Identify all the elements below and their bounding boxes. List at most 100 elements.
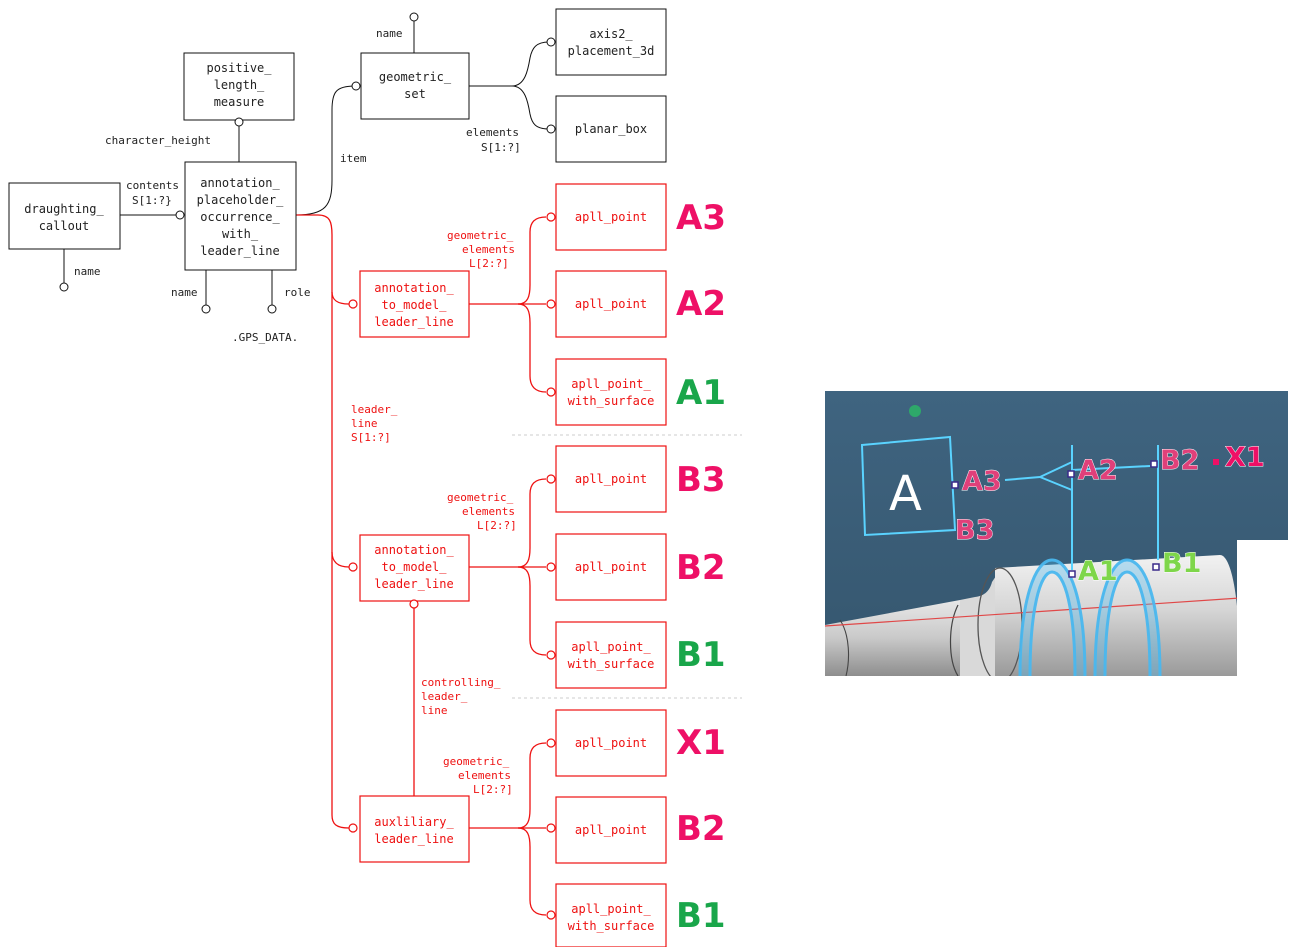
entity-annotation-placeholder: annotation_ placeholder_ occurrence_ wit… bbox=[184, 161, 297, 271]
attr-controlling-leader-line: controlling_ bbox=[421, 676, 501, 689]
red-connectors bbox=[296, 214, 547, 916]
black-connectors bbox=[63, 21, 550, 305]
point-label-a3: A3 bbox=[676, 198, 726, 238]
point-label-a2: A2 bbox=[676, 284, 726, 324]
entity-apll-point-a2: apll_point bbox=[555, 270, 667, 338]
thread-turns bbox=[1018, 558, 1162, 676]
axis-line bbox=[825, 597, 1241, 627]
entity-label: apll_point bbox=[575, 823, 647, 837]
entity-label-line: placeholder_ bbox=[197, 193, 284, 207]
entity-label-line: callout bbox=[39, 219, 90, 233]
attr-name-placeholder: name bbox=[171, 286, 198, 299]
frame-letter: A bbox=[889, 466, 922, 522]
attr-geometric-elements-1-card: L[2:?] bbox=[469, 257, 509, 270]
shaft-edge bbox=[949, 604, 959, 676]
anchor-dot bbox=[909, 405, 921, 417]
entity-label-line: to_model_ bbox=[381, 560, 447, 574]
viewport-label-a3: A3 bbox=[962, 466, 1002, 497]
point-labels: A3 A2 A1 B3 B2 B1 X1 B2 B1 bbox=[676, 198, 726, 936]
entity-label: apll_point bbox=[575, 560, 647, 574]
entity-label-line: geometric_ bbox=[379, 70, 452, 84]
attr-controlling-leader-line: leader_ bbox=[421, 690, 468, 703]
shaft-edge bbox=[839, 619, 850, 676]
entity-label-line: draughting_ bbox=[24, 202, 104, 216]
entity-label-line: annotation_ bbox=[374, 281, 454, 295]
attr-name-geometric-set: name bbox=[376, 27, 403, 40]
relationship-end-circles bbox=[59, 12, 556, 920]
shaft-large bbox=[995, 555, 1240, 676]
entity-label-line: placement_3d bbox=[568, 44, 655, 58]
entity-label-line: axis2_ bbox=[589, 27, 633, 41]
entity-label-line: apll_point_ bbox=[571, 902, 651, 916]
entity-label-line: apll_point_ bbox=[571, 377, 651, 391]
attr-contents: contents bbox=[126, 179, 179, 192]
attr-gps-data: .GPS_DATA. bbox=[232, 331, 298, 344]
attr-role: role bbox=[284, 286, 311, 299]
viewport-label-a2: A2 bbox=[1078, 455, 1118, 486]
attribute-labels: name character_height contents S[1:?} na… bbox=[74, 27, 521, 796]
attr-elements-card: S[1:?] bbox=[481, 141, 521, 154]
attr-controlling-leader-line: line bbox=[421, 704, 448, 717]
point-label-b3: B3 bbox=[676, 460, 726, 500]
annotation-frame bbox=[860, 435, 957, 537]
viewport-leader-lines bbox=[1004, 445, 1159, 570]
viewport-label-b3: B3 bbox=[955, 515, 994, 546]
entity-label: apll_point bbox=[575, 210, 647, 224]
entity-label-line: with_surface bbox=[568, 919, 655, 933]
entity-apll-point-b2-aux: apll_point bbox=[555, 796, 667, 864]
entity-label-line: apll_point_ bbox=[571, 640, 651, 654]
entity-label-line: leader_line bbox=[374, 832, 453, 846]
entity-apll-point-with-surface-a1: apll_point_ with_surface bbox=[555, 358, 667, 426]
entity-label-line: length_ bbox=[214, 78, 265, 92]
attr-geometric-elements-3: geometric_ bbox=[443, 755, 510, 768]
attr-geometric-elements-2: geometric_ bbox=[447, 491, 514, 504]
attr-contents-card: S[1:?} bbox=[132, 194, 172, 207]
entity-label-line: annotation_ bbox=[200, 176, 280, 190]
cad-viewport: A A3 A2 B2 X1 B3 bbox=[825, 391, 1288, 676]
attr-geometric-elements-2-card: L[2:?] bbox=[477, 519, 517, 532]
entity-label-line: with_surface bbox=[568, 657, 655, 671]
attr-leader-line: leader_ bbox=[351, 403, 398, 416]
attr-leader-line: line bbox=[351, 417, 378, 430]
entity-geometric-set: geometric_ set bbox=[360, 52, 470, 120]
entity-positive-length-measure: positive_ length_ measure bbox=[183, 52, 295, 121]
shaft-fillet bbox=[960, 570, 1000, 676]
entity-apll-point-b2: apll_point bbox=[555, 533, 667, 601]
entity-label: apll_point bbox=[575, 736, 647, 750]
viewport-label-x1: X1 bbox=[1225, 442, 1265, 473]
entity-apll-point-b3: apll_point bbox=[555, 445, 667, 513]
entity-label-line: set bbox=[404, 87, 426, 101]
point-label-b1: B1 bbox=[676, 635, 726, 675]
entity-label-line: with_ bbox=[222, 227, 259, 241]
point-label-b2-aux: B2 bbox=[676, 809, 726, 849]
viewport-label-b1: B1 bbox=[1162, 548, 1201, 579]
attr-name-callout: name bbox=[74, 265, 101, 278]
entity-apll-point-x1: apll_point bbox=[555, 709, 667, 777]
entity-label-line: to_model_ bbox=[381, 298, 447, 312]
viewport-label-b2: B2 bbox=[1160, 445, 1199, 476]
entity-apll-point-a3: apll_point bbox=[555, 183, 667, 251]
entity-apll-point-with-surface-b1-aux: apll_point_ with_surface bbox=[555, 883, 667, 948]
entity-apll-point-with-surface-b1: apll_point_ with_surface bbox=[555, 621, 667, 689]
viewport-point-markers bbox=[951, 459, 1219, 578]
viewport-label-a1: A1 bbox=[1078, 556, 1118, 587]
entity-label-line: with_surface bbox=[568, 394, 655, 408]
attr-character-height: character_height bbox=[105, 134, 211, 147]
entity-label-line: leader_line bbox=[374, 577, 453, 591]
attr-geometric-elements-3-card: L[2:?] bbox=[473, 783, 513, 796]
point-label-a1: A1 bbox=[676, 373, 726, 413]
entity-label-line: leader_line bbox=[374, 315, 453, 329]
attr-geometric-elements-1: elements bbox=[462, 243, 515, 256]
entity-draughting-callout: draughting_ callout bbox=[8, 182, 121, 250]
point-label-b2: B2 bbox=[676, 548, 726, 588]
entity-label-line: auxliliary_ bbox=[374, 815, 454, 829]
entity-annotation-to-model-leader-line-1: annotation_ to_model_ leader_line bbox=[359, 270, 470, 338]
attr-item: item bbox=[340, 152, 367, 165]
entity-label-line: planar_box bbox=[575, 122, 647, 136]
attr-geometric-elements-1: geometric_ bbox=[447, 229, 514, 242]
entity-label-line: measure bbox=[214, 95, 265, 109]
entity-label: apll_point bbox=[575, 472, 647, 486]
attr-leader-line-card: S[1:?] bbox=[351, 431, 391, 444]
